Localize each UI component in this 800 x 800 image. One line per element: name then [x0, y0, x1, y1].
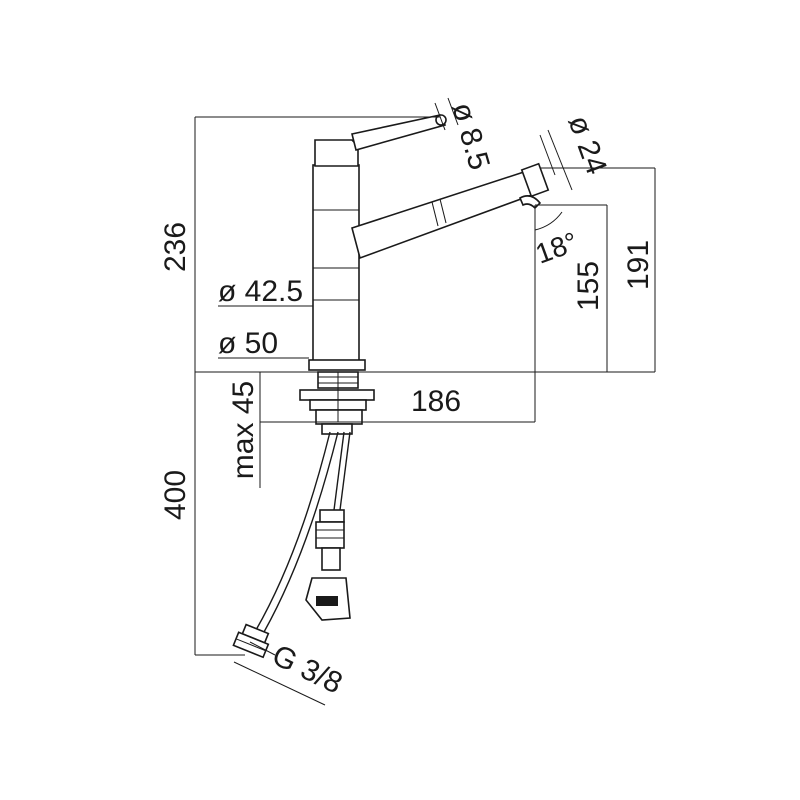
faucet-body [308, 139, 366, 371]
hose-connector [232, 623, 270, 659]
dimension-labels: 236 ø 8.5 ø 24 191 155 18° ø 42.5 ø 50 m… [159, 99, 655, 701]
faucet-base [308, 359, 366, 371]
aerator [518, 195, 542, 210]
handle-lever [351, 114, 447, 151]
dim-thread: G 3/8 [267, 639, 347, 701]
faucet-column [312, 164, 360, 363]
dimension-lines [194, 97, 656, 706]
dim-spout-diameter: ø 24 [561, 111, 613, 179]
mounting-assembly [299, 371, 375, 435]
dim-hose-length: 400 [159, 470, 192, 520]
dim-body-diameter-upper: ø 42.5 [218, 275, 303, 308]
dim-max-deck-thickness: max 45 [227, 381, 260, 479]
spout [351, 162, 550, 260]
dim-handle-diameter: ø 8.5 [445, 99, 496, 174]
dim-reach: 186 [411, 385, 461, 418]
dim-total-height: 236 [159, 222, 192, 272]
hoses [232, 431, 351, 659]
dim-spout-height: 191 [622, 240, 655, 290]
dim-aerator-height: 155 [572, 261, 605, 311]
dim-body-diameter-base: ø 50 [218, 327, 278, 360]
faucet-cap [314, 139, 359, 167]
